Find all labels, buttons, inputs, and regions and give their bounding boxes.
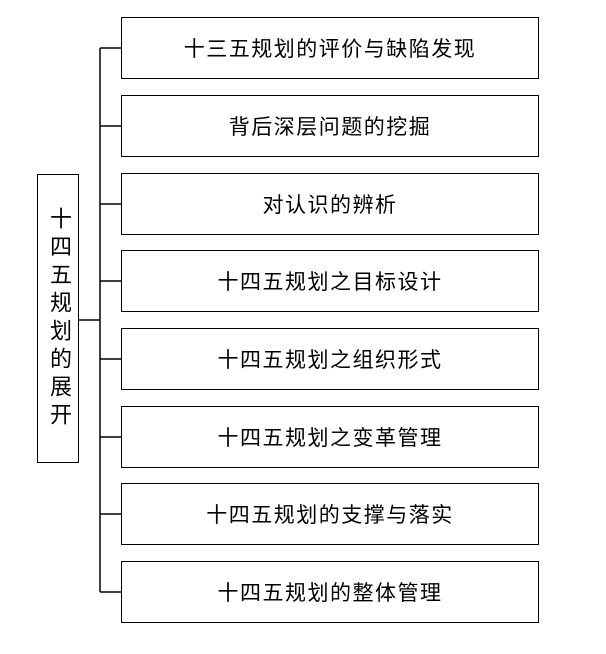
branch-node-label: 背后深层问题的挖掘	[228, 115, 432, 139]
branch-node-6: 十四五规划之变革管理	[121, 406, 539, 468]
root-node-label: 十四五规划的展开	[46, 206, 71, 431]
branch-node-3: 对认识的辨析	[121, 173, 539, 235]
branch-node-label: 十三五规划的评价与缺陷发现	[183, 37, 477, 61]
branch-node-label: 十四五规划的整体管理	[217, 581, 443, 605]
branch-node-label: 十四五规划的支撑与落实	[206, 503, 454, 527]
branch-node-5: 十四五规划之组织形式	[121, 328, 539, 390]
branch-node-1: 十三五规划的评价与缺陷发现	[121, 17, 539, 79]
branch-node-label: 十四五规划之变革管理	[217, 426, 443, 450]
branch-node-8: 十四五规划的整体管理	[121, 561, 539, 623]
branch-node-2: 背后深层问题的挖掘	[121, 95, 539, 157]
branch-node-label: 十四五规划之组织形式	[217, 348, 443, 372]
root-node: 十四五规划的展开	[37, 174, 79, 463]
branch-node-label: 对认识的辨析	[262, 193, 398, 217]
branch-node-4: 十四五规划之目标设计	[121, 250, 539, 312]
branch-node-7: 十四五规划的支撑与落实	[121, 483, 539, 545]
branch-node-label: 十四五规划之目标设计	[217, 270, 443, 294]
